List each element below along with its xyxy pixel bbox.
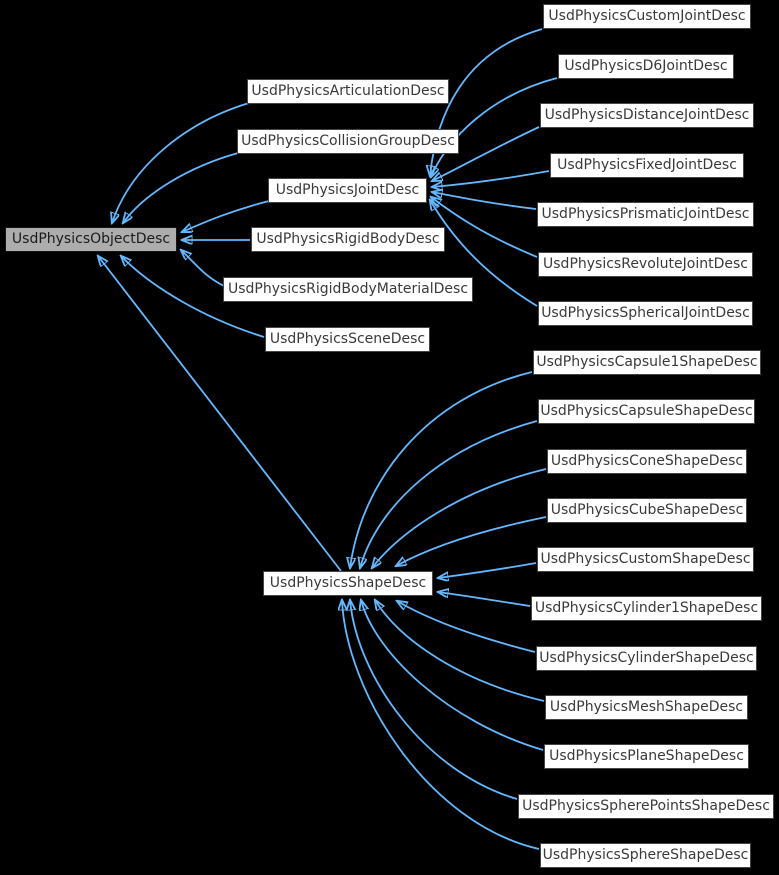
edge-revolute-joint-to-joint xyxy=(431,197,538,258)
edge-prismatic-joint-to-joint xyxy=(432,192,537,210)
node-d6-joint-desc[interactable]: UsdPhysicsD6JointDesc xyxy=(558,54,734,79)
node-capsule1-shape-desc[interactable]: UsdPhysicsCapsule1ShapeDesc xyxy=(533,350,761,375)
edge-joint-to-object xyxy=(182,200,270,232)
node-revolute-joint-desc[interactable]: UsdPhysicsRevoluteJointDesc xyxy=(538,252,753,277)
edge-shape-to-object xyxy=(98,256,342,572)
node-distance-joint-desc[interactable]: UsdPhysicsDistanceJointDesc xyxy=(540,103,754,128)
node-articulation-desc[interactable]: UsdPhysicsArticulationDesc xyxy=(247,79,449,104)
node-scene-desc[interactable]: UsdPhysicsSceneDesc xyxy=(265,327,430,352)
node-cone-shape-desc[interactable]: UsdPhysicsConeShapeDesc xyxy=(547,449,747,474)
edge-sphere-shape-to-shape xyxy=(342,600,540,850)
node-sphere-shape-desc[interactable]: UsdPhysicsSphereShapeDesc xyxy=(540,843,751,868)
edge-sphere-points-shape-to-shape xyxy=(350,600,518,800)
edge-articulation-to-object xyxy=(112,102,250,223)
node-object-desc: UsdPhysicsObjectDesc xyxy=(5,227,177,252)
edge-capsule-shape-to-shape xyxy=(360,420,538,568)
edge-cube-shape-to-shape xyxy=(396,516,547,566)
edge-custom-shape-to-shape xyxy=(438,562,537,578)
node-prismatic-joint-desc[interactable]: UsdPhysicsPrismaticJointDesc xyxy=(537,202,754,227)
node-plane-shape-desc[interactable]: UsdPhysicsPlaneShapeDesc xyxy=(544,744,749,769)
edge-plane-shape-to-shape xyxy=(361,600,544,751)
edge-collision-group-to-object xyxy=(123,152,239,223)
node-cube-shape-desc[interactable]: UsdPhysicsCubeShapeDesc xyxy=(547,498,747,523)
node-collision-group-desc[interactable]: UsdPhysicsCollisionGroupDesc xyxy=(237,129,459,154)
node-cylinder-shape-desc[interactable]: UsdPhysicsCylinderShapeDesc xyxy=(536,646,757,671)
node-shape-desc[interactable]: UsdPhysicsShapeDesc xyxy=(263,571,433,596)
node-rigid-body-desc[interactable]: UsdPhysicsRigidBodyDesc xyxy=(251,227,445,252)
node-rigid-body-material-desc[interactable]: UsdPhysicsRigidBodyMaterialDesc xyxy=(223,277,473,302)
node-joint-desc[interactable]: UsdPhysicsJointDesc xyxy=(268,178,427,203)
edge-spherical-joint-to-joint xyxy=(430,200,538,307)
node-spherical-joint-desc[interactable]: UsdPhysicsSphericalJointDesc xyxy=(538,301,753,326)
node-capsule-shape-desc[interactable]: UsdPhysicsCapsuleShapeDesc xyxy=(538,399,755,424)
edge-fixed-joint-to-joint xyxy=(432,170,550,187)
edge-scene-to-object xyxy=(121,256,265,338)
edge-cylinder1-shape-to-shape xyxy=(438,592,531,607)
node-mesh-shape-desc[interactable]: UsdPhysicsMeshShapeDesc xyxy=(545,695,748,720)
edge-mesh-shape-to-shape xyxy=(375,600,545,702)
node-cylinder1-shape-desc[interactable]: UsdPhysicsCylinder1ShapeDesc xyxy=(531,596,762,621)
edge-cone-shape-to-shape xyxy=(372,468,547,568)
edge-capsule1-shape-to-shape xyxy=(350,371,533,568)
node-fixed-joint-desc[interactable]: UsdPhysicsFixedJointDesc xyxy=(550,153,744,178)
edge-cylinder-shape-to-shape xyxy=(397,601,536,653)
node-custom-shape-desc[interactable]: UsdPhysicsCustomShapeDesc xyxy=(537,547,754,572)
edge-rigid-body-material-to-object xyxy=(181,250,225,287)
node-custom-joint-desc[interactable]: UsdPhysicsCustomJointDesc xyxy=(543,4,751,29)
edge-d6-joint-to-joint xyxy=(431,77,558,177)
node-sphere-points-shape-desc[interactable]: UsdPhysicsSpherePointsShapeDesc xyxy=(518,794,774,819)
edge-distance-joint-to-joint xyxy=(432,126,540,181)
